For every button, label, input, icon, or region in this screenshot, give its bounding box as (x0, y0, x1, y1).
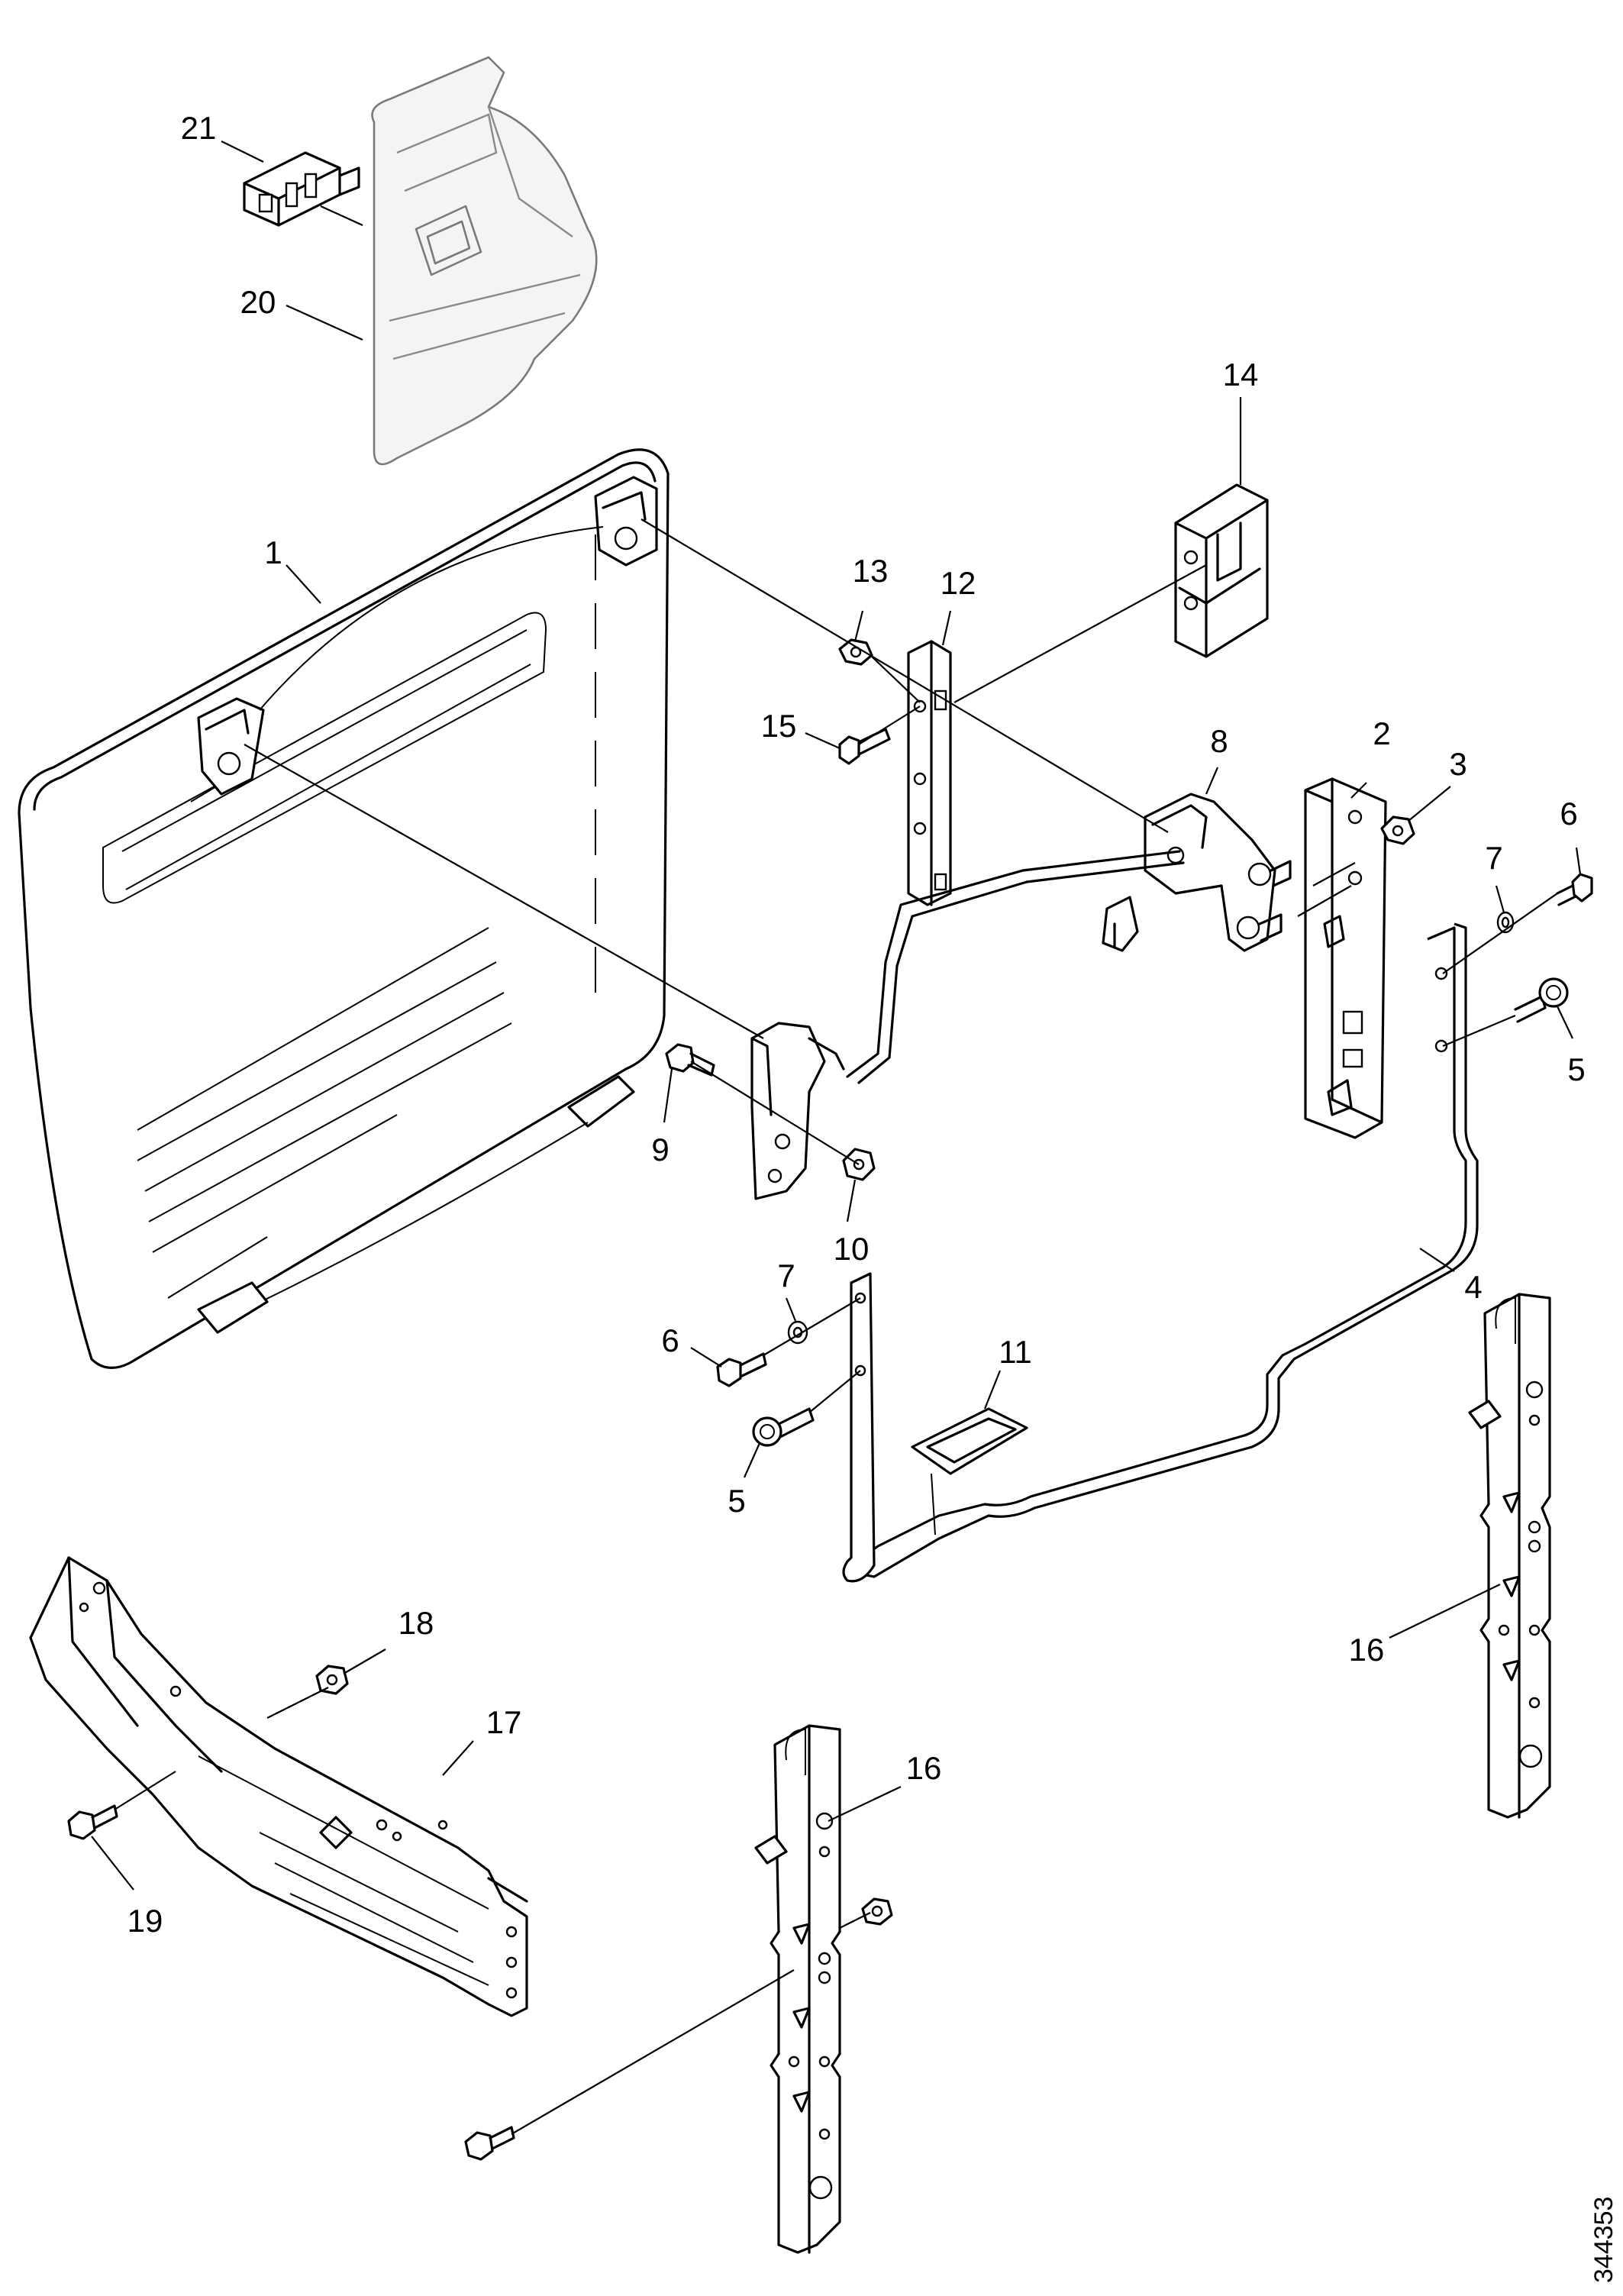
assembly-lines (114, 518, 1558, 2135)
callout-10: 10 (834, 1231, 870, 1267)
callout-15: 15 (761, 708, 797, 744)
drawing-reference-number: 344353 (1589, 2197, 1618, 2283)
callout-19: 19 (127, 1903, 163, 1939)
part-7-washer-left (787, 1320, 808, 1345)
backrest-cable (197, 526, 635, 1334)
callout-8: 8 (1210, 723, 1228, 759)
lower-latch (750, 1022, 845, 1200)
part-16-rail-center (754, 1724, 841, 2254)
part-6-bolt-right (1556, 873, 1593, 906)
center-rail-nut (861, 1897, 893, 1926)
backrest-upper-hinge (594, 476, 658, 567)
part-18-nut (315, 1665, 349, 1695)
part-2-plate (1304, 777, 1387, 1139)
callout-leaders (91, 140, 1582, 1891)
callout-5-left: 5 (728, 1483, 745, 1519)
part-5-bolt-right (1514, 977, 1569, 1023)
callout-20: 20 (240, 284, 276, 320)
part-6-bolt-left (716, 1352, 767, 1387)
part-1-backrest-panel (18, 448, 670, 1369)
callout-3: 3 (1449, 746, 1467, 782)
part-13-nut (838, 638, 873, 666)
part-19-bolt (67, 1804, 118, 1840)
callout-21: 21 (181, 110, 217, 146)
callout-5-right: 5 (1567, 1051, 1585, 1087)
part-16-rail-right (1468, 1293, 1551, 1819)
callout-17: 17 (486, 1704, 522, 1740)
callout-7-right: 7 (1485, 840, 1502, 876)
part-11-handle (911, 1407, 1028, 1536)
callout-4: 4 (1464, 1269, 1482, 1305)
part-3-nut (1380, 815, 1415, 845)
part-14-lock-bracket (1174, 483, 1269, 658)
part-8-latch (1102, 793, 1292, 952)
callout-7-left: 7 (777, 1258, 795, 1293)
callout-13: 13 (853, 553, 889, 589)
part-17-floor-bracket (29, 1556, 528, 2017)
callout-6-right: 6 (1560, 796, 1577, 832)
callout-18: 18 (398, 1605, 434, 1641)
callout-labels: 21 20 1 14 13 12 15 8 2 3 6 7 5 9 10 4 7… (127, 110, 1586, 1939)
backrest-left-hinge (197, 697, 265, 796)
part-15-bolt (838, 728, 891, 765)
callout-9: 9 (651, 1132, 669, 1167)
callout-14: 14 (1223, 357, 1259, 392)
callout-12: 12 (941, 565, 976, 601)
callout-16-right: 16 (1349, 1632, 1385, 1668)
part-7-washer-right (1496, 911, 1515, 934)
callout-11: 11 (999, 1334, 1032, 1370)
part-5-bolt-left (752, 1407, 815, 1447)
part-20-side-panel (371, 56, 598, 466)
part-4-left-leg (842, 1272, 876, 1583)
bottom-bolt (464, 2126, 515, 2161)
callout-2: 2 (1373, 715, 1390, 751)
callout-1: 1 (264, 534, 282, 570)
callout-16-center: 16 (906, 1750, 942, 1786)
part-21-clip (243, 151, 363, 227)
callout-6-left: 6 (661, 1322, 679, 1358)
